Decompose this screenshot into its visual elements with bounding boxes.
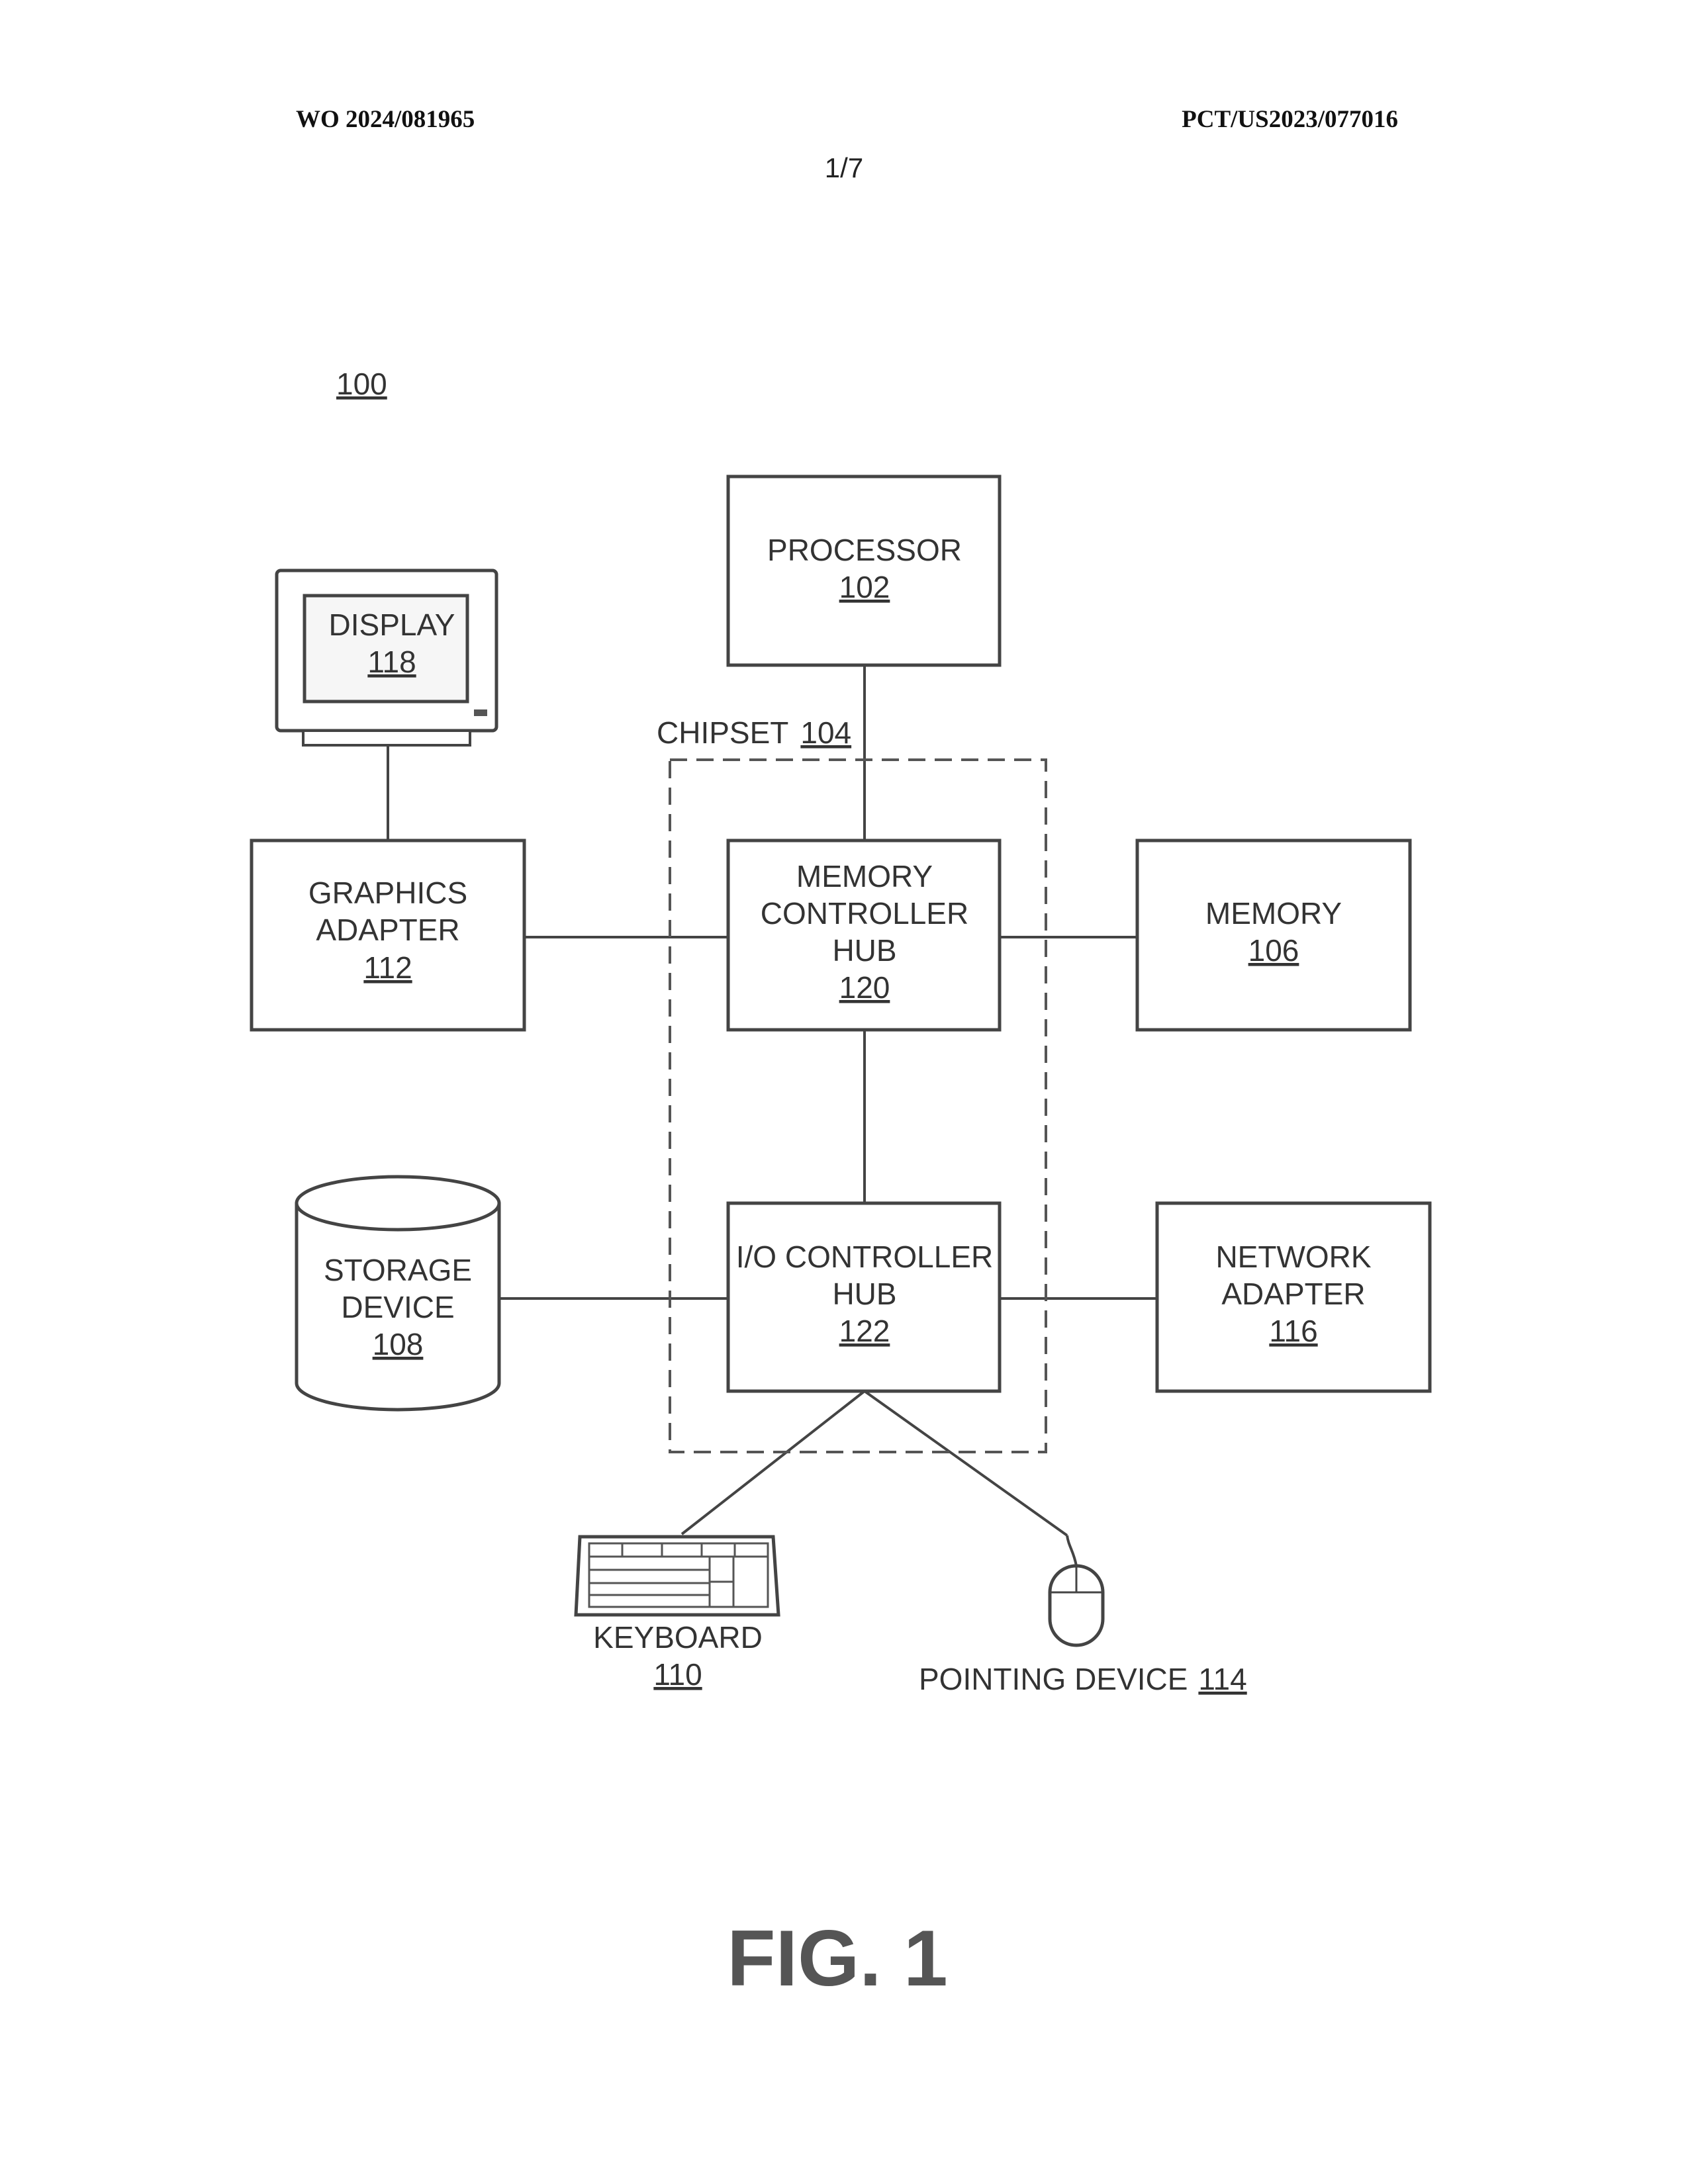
ioch-label-line1: I/O CONTROLLER	[736, 1240, 994, 1274]
system-reference: 100	[336, 367, 387, 401]
sheet-number: 1/7	[825, 152, 863, 183]
processor-ref: 102	[839, 570, 890, 604]
graphics-adapter-block: GRAPHICS ADAPTER 112	[252, 841, 524, 1030]
storage-label-line2: DEVICE	[341, 1290, 454, 1324]
pointing-label: POINTING DEVICE	[919, 1662, 1188, 1696]
figure-caption: FIG. 1	[727, 1914, 947, 2003]
processor-block: PROCESSOR 102	[728, 477, 1000, 665]
storage-ref: 108	[373, 1327, 424, 1361]
mch-label-line2: CONTROLLER	[761, 896, 968, 931]
keyboard-ref: 110	[653, 1657, 702, 1692]
memory-block: MEMORY 106	[1137, 841, 1410, 1030]
storage-top	[297, 1177, 499, 1230]
display-device: DISPLAY 118	[277, 570, 496, 745]
connection-lines	[388, 666, 1157, 1535]
memory-controller-hub-block: MEMORY CONTROLLER HUB 120	[728, 841, 1000, 1030]
network-label-line2: ADAPTER	[1221, 1277, 1365, 1311]
link-ioch-pointing	[865, 1391, 1067, 1535]
mch-label-line1: MEMORY	[796, 859, 933, 893]
publication-number: WO 2024/081965	[296, 106, 475, 133]
storage-label-line1: STORAGE	[324, 1253, 472, 1287]
memory-ref: 106	[1248, 933, 1299, 968]
graphics-label-line1: GRAPHICS	[308, 876, 467, 910]
network-ref: 116	[1269, 1314, 1317, 1348]
processor-label: PROCESSOR	[767, 533, 962, 567]
pointing-ref: 114	[1198, 1662, 1246, 1696]
memory-label: MEMORY	[1205, 896, 1342, 931]
ioch-ref: 122	[839, 1314, 890, 1348]
keyboard-body	[576, 1537, 778, 1615]
display-power-led	[474, 709, 487, 716]
network-adapter-block: NETWORK ADAPTER 116	[1157, 1203, 1430, 1391]
storage-device: STORAGE DEVICE 108	[297, 1177, 499, 1410]
display-label: DISPLAY	[329, 608, 455, 642]
graphics-ref: 112	[363, 950, 412, 985]
svg-text:POINTING DEVICE 114: POINTING DEVICE 114	[919, 1662, 1247, 1696]
network-label-line1: NETWORK	[1215, 1240, 1371, 1274]
ioch-label-line2: HUB	[832, 1277, 896, 1311]
mouse-cord	[1067, 1535, 1076, 1566]
mch-label-line3: HUB	[832, 933, 896, 968]
pointing-device: POINTING DEVICE 114	[919, 1535, 1247, 1696]
link-ioch-keyboard	[682, 1391, 865, 1534]
application-number: PCT/US2023/077016	[1182, 106, 1398, 133]
chipset-label: CHIPSET 104	[657, 715, 851, 750]
keyboard-device: KEYBOARD 110	[576, 1537, 778, 1692]
display-ref: 118	[367, 645, 416, 679]
chipset-ref: 104	[800, 715, 851, 750]
svg-text:CHIPSET 104: CHIPSET 104	[657, 715, 851, 750]
chipset-label-text: CHIPSET	[657, 715, 788, 750]
keyboard-label: KEYBOARD	[593, 1620, 763, 1655]
io-controller-hub-block: I/O CONTROLLER HUB 122	[728, 1203, 1000, 1391]
mch-ref: 120	[839, 970, 890, 1005]
graphics-label-line2: ADAPTER	[316, 913, 459, 947]
display-stand	[303, 731, 470, 745]
